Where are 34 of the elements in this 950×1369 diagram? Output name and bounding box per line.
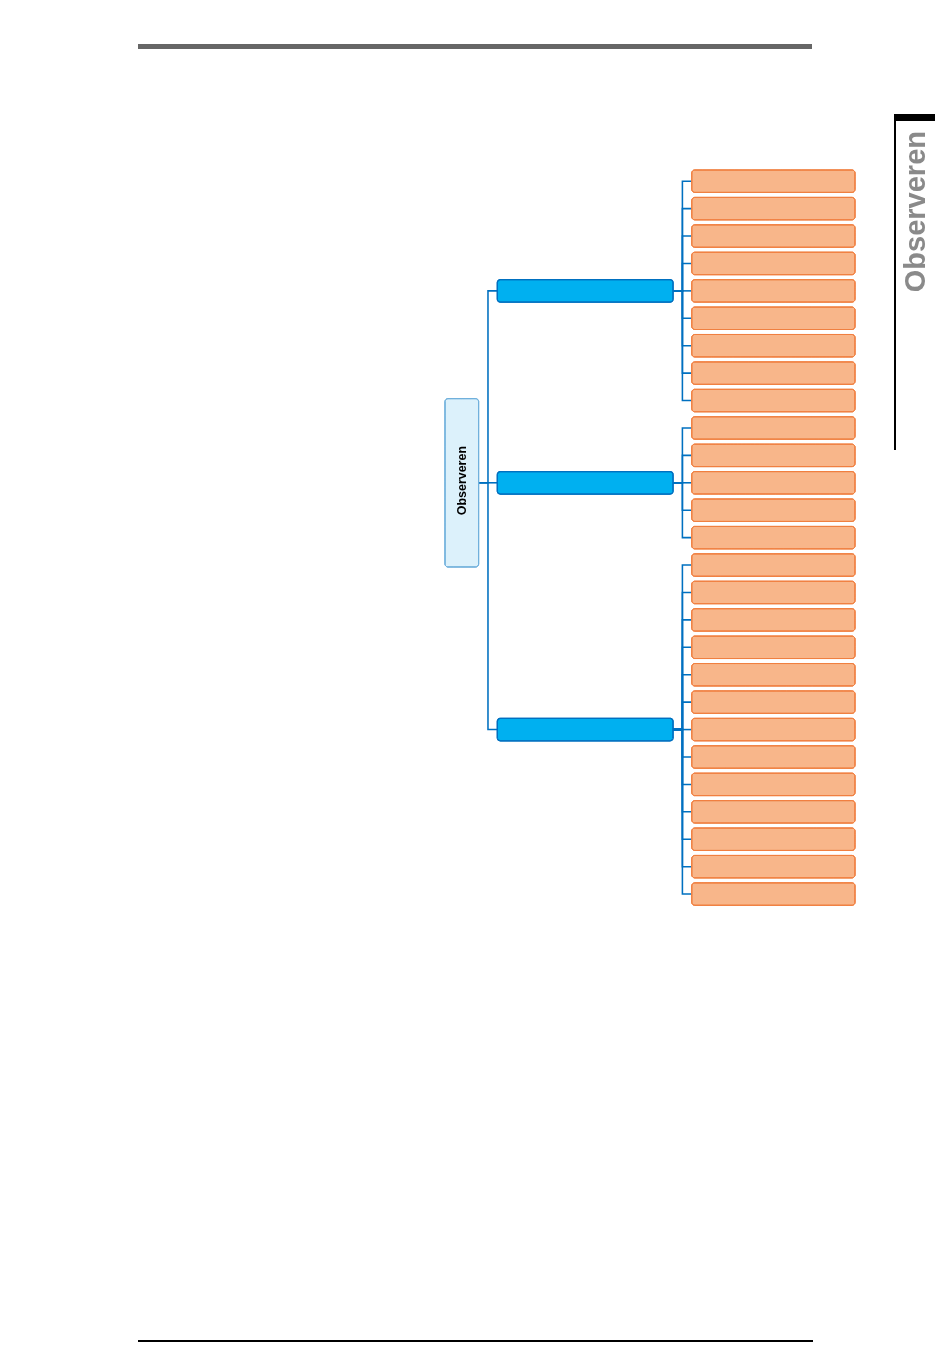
item-bar [691,306,856,330]
item-bar [691,663,856,687]
item-bar [691,498,856,522]
item-bar [691,196,856,221]
item-bar [691,717,856,742]
item-bar [691,827,856,851]
connector-line [672,728,693,895]
item-bar [691,608,856,632]
item-bar [691,580,856,605]
item-bar [691,388,856,413]
item-bar [691,443,856,468]
item-bar [691,855,856,879]
item-bar [691,169,856,193]
item-bar [691,471,856,495]
item-bar [691,635,856,659]
item-bar [691,882,856,906]
item-bar [691,800,856,824]
item-bar [691,745,856,769]
topic-box: Observeren [444,398,480,568]
item-bar [691,334,856,358]
item-bar [691,553,856,577]
item-bar [691,772,856,797]
item-bar [691,251,856,276]
item-bar [691,525,856,550]
item-bar [691,361,856,385]
connector-line [672,290,693,402]
item-bar [691,690,856,714]
category-bar [496,470,674,495]
category-bar [496,717,674,742]
item-bar [691,279,856,303]
item-bar [691,224,856,248]
tab-label: Observeren [899,131,932,293]
category-bar [496,279,674,303]
item-bar [691,416,856,440]
